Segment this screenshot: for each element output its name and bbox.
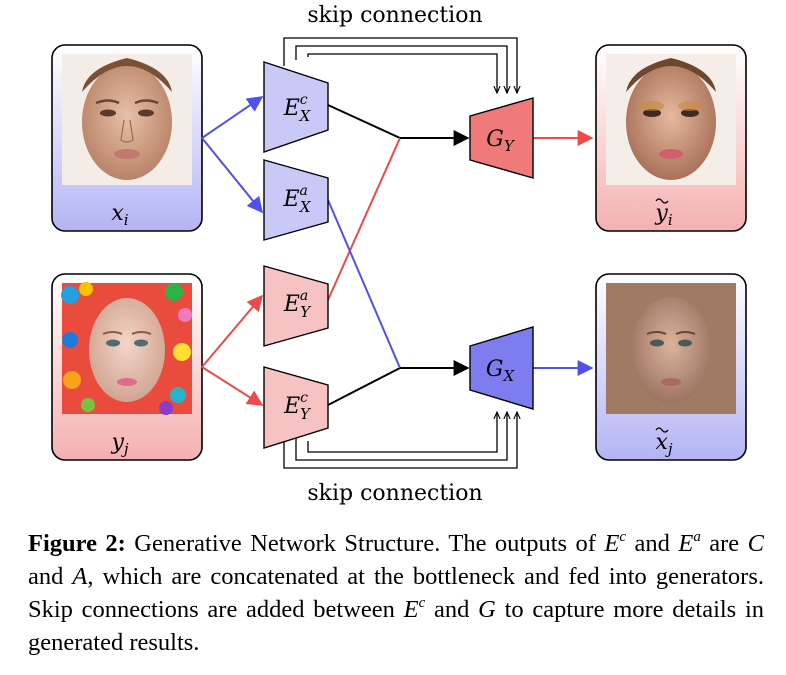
caption-math: G [478, 596, 496, 623]
encoder-content-y [263, 366, 329, 449]
encoder-attribute-y [263, 265, 329, 347]
caption-math: E [678, 530, 694, 557]
skip-connection-label-top: skip connection [307, 3, 482, 28]
caption-text: Generative Network Structure. The output… [125, 530, 605, 557]
tilde-mark-x [655, 427, 669, 433]
input-card-x [51, 44, 203, 232]
generator-y [469, 97, 534, 179]
caption-text: and [626, 530, 679, 557]
label-y-j: yj [110, 430, 128, 458]
generator-x-label: GX [486, 357, 516, 385]
network-diagram: skip connection skip connection xi yj [51, 3, 747, 506]
caption-text: , which are concatenated at the bottlene… [28, 563, 764, 623]
skip-connection-label-bottom: skip connection [307, 481, 482, 506]
caption-text: are [700, 530, 748, 557]
output-card-x [595, 273, 747, 461]
encoder-content-x [263, 61, 329, 153]
input-x-arrows [201, 96, 264, 214]
output-card-y [595, 44, 747, 232]
caption-math: C [747, 530, 764, 557]
caption-text: and [425, 596, 479, 623]
caption-math: A [72, 563, 88, 590]
label-y-tilde-i: yi [654, 201, 672, 229]
input-card-y [51, 273, 203, 461]
label-x-tilde-j: xj [655, 430, 672, 458]
generator-y-label: GY [486, 127, 516, 155]
skip-connection-bottom-lines [283, 412, 517, 469]
caption-math-sup: c [619, 529, 627, 545]
input-y-arrows [201, 294, 264, 406]
caption-math-sup: c [418, 595, 426, 611]
encoder-attribute-x [263, 159, 329, 241]
bottleneck-lines [327, 104, 470, 406]
figure-caption: Figure 2: Generative Network Structure. … [28, 527, 764, 659]
caption-math: E [403, 596, 419, 623]
tilde-mark-y [655, 198, 669, 204]
generator-x [469, 326, 534, 410]
caption-math: E [604, 530, 620, 557]
caption-math-sup: a [693, 529, 701, 545]
caption-label: Figure 2: [28, 530, 126, 557]
label-x-i: xi [111, 201, 128, 229]
caption-text: to capture more details in generated res… [28, 596, 765, 656]
caption-text: and [28, 563, 73, 590]
skip-connection-top-lines [283, 37, 517, 93]
